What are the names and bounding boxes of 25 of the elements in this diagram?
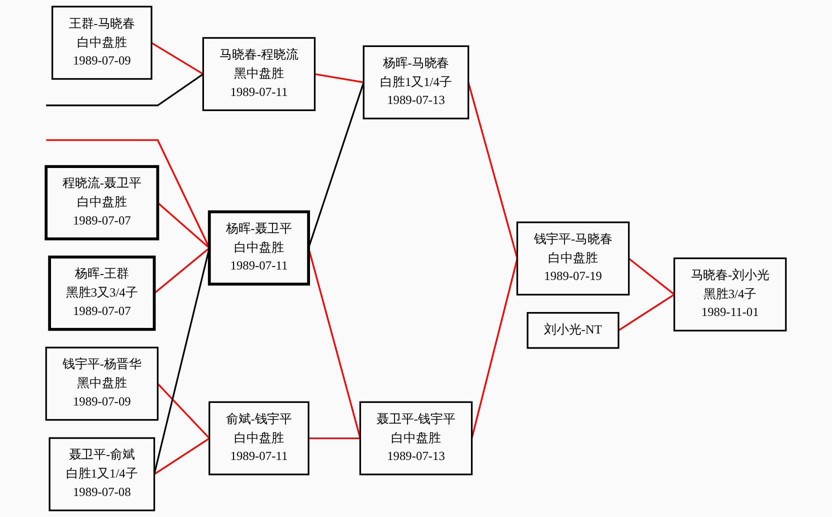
node-box: 马晓春-刘小光 黑胜3/4子 1989-11-01 (673, 257, 787, 332)
node-box: 程晓流-聂卫平 白中盘胜 1989-07-07 (44, 165, 160, 240)
connector (157, 202, 210, 249)
connector (308, 437, 360, 440)
node-box: 王群-马晓春 白中盘胜 1989-07-09 (52, 6, 152, 80)
connector (154, 438, 210, 475)
node-box: 钱宇平-马晓春 白中盘胜 1989-07-19 (516, 222, 630, 296)
node-box: 杨晖-聂卫平 白中盘胜 1989-07-11 (208, 210, 310, 286)
node-box: 杨晖-王群 黑胜3又3/4子 1989-07-07 (48, 256, 156, 331)
connector (628, 258, 675, 296)
node-box: 钱宇平-杨晋华 黑中盘胜 1989-07-09 (45, 346, 159, 421)
connector (314, 73, 364, 84)
node-box: 俞斌-钱宇平 白中盘胜 1989-07-11 (208, 401, 310, 476)
connector (46, 73, 204, 106)
connector (468, 82, 518, 259)
connector (157, 383, 210, 439)
connector (153, 248, 210, 474)
connector (151, 42, 204, 75)
connector (618, 294, 675, 332)
connector (154, 247, 210, 294)
node-box: 刘小光-NT (526, 312, 620, 349)
node-box: 聂卫平-俞斌 白胜1又1/4子 1989-07-08 (48, 437, 156, 512)
node-box: 马晓春-程晓流 黑中盘胜 1989-07-11 (202, 37, 316, 112)
node-box: 杨晖-马晓春 白胜1又1/4子 1989-07-13 (362, 45, 470, 120)
node-box: 聂卫平-钱宇平 白中盘胜 1989-07-13 (359, 401, 473, 476)
